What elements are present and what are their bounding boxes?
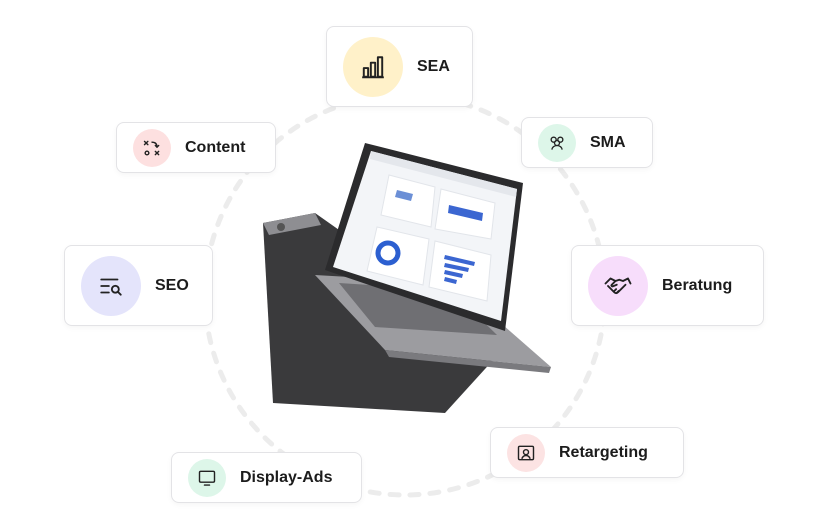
- laptop-illustration: [263, 143, 551, 413]
- retargeting-icon-badge: [507, 433, 545, 472]
- service-label: Beratung: [662, 276, 733, 294]
- sma-icon-badge: [538, 123, 576, 162]
- service-card-sma[interactable]: SMA: [521, 117, 653, 168]
- bar-chart-icon: [362, 55, 384, 78]
- users-icon: [550, 136, 564, 150]
- service-card-beratung[interactable]: Beratung: [571, 245, 764, 326]
- monitor-icon: [198, 470, 216, 486]
- display-icon-badge: [188, 458, 226, 497]
- sea-icon-badge: [343, 36, 403, 97]
- beratung-icon-badge: [588, 255, 648, 316]
- laptop-keyboard: [339, 283, 497, 335]
- service-card-content[interactable]: Content: [116, 122, 276, 173]
- person-frame-icon: [517, 445, 535, 460]
- handshake-icon: [604, 277, 632, 294]
- service-card-sea[interactable]: SEA: [326, 26, 473, 107]
- service-label: SMA: [590, 133, 626, 151]
- strategy-icon: [143, 140, 160, 156]
- service-label: SEO: [155, 276, 189, 294]
- content-icon-badge: [133, 128, 171, 167]
- service-label: Display-Ads: [240, 468, 333, 486]
- service-label: Retargeting: [559, 443, 648, 461]
- search-list-icon: [100, 278, 122, 296]
- service-card-display-ads[interactable]: Display-Ads: [171, 452, 362, 503]
- service-card-seo[interactable]: SEO: [64, 245, 213, 326]
- seo-icon-badge: [81, 255, 141, 316]
- service-label: SEA: [417, 57, 450, 75]
- service-label: Content: [185, 138, 246, 156]
- service-card-retargeting[interactable]: Retargeting: [490, 427, 684, 478]
